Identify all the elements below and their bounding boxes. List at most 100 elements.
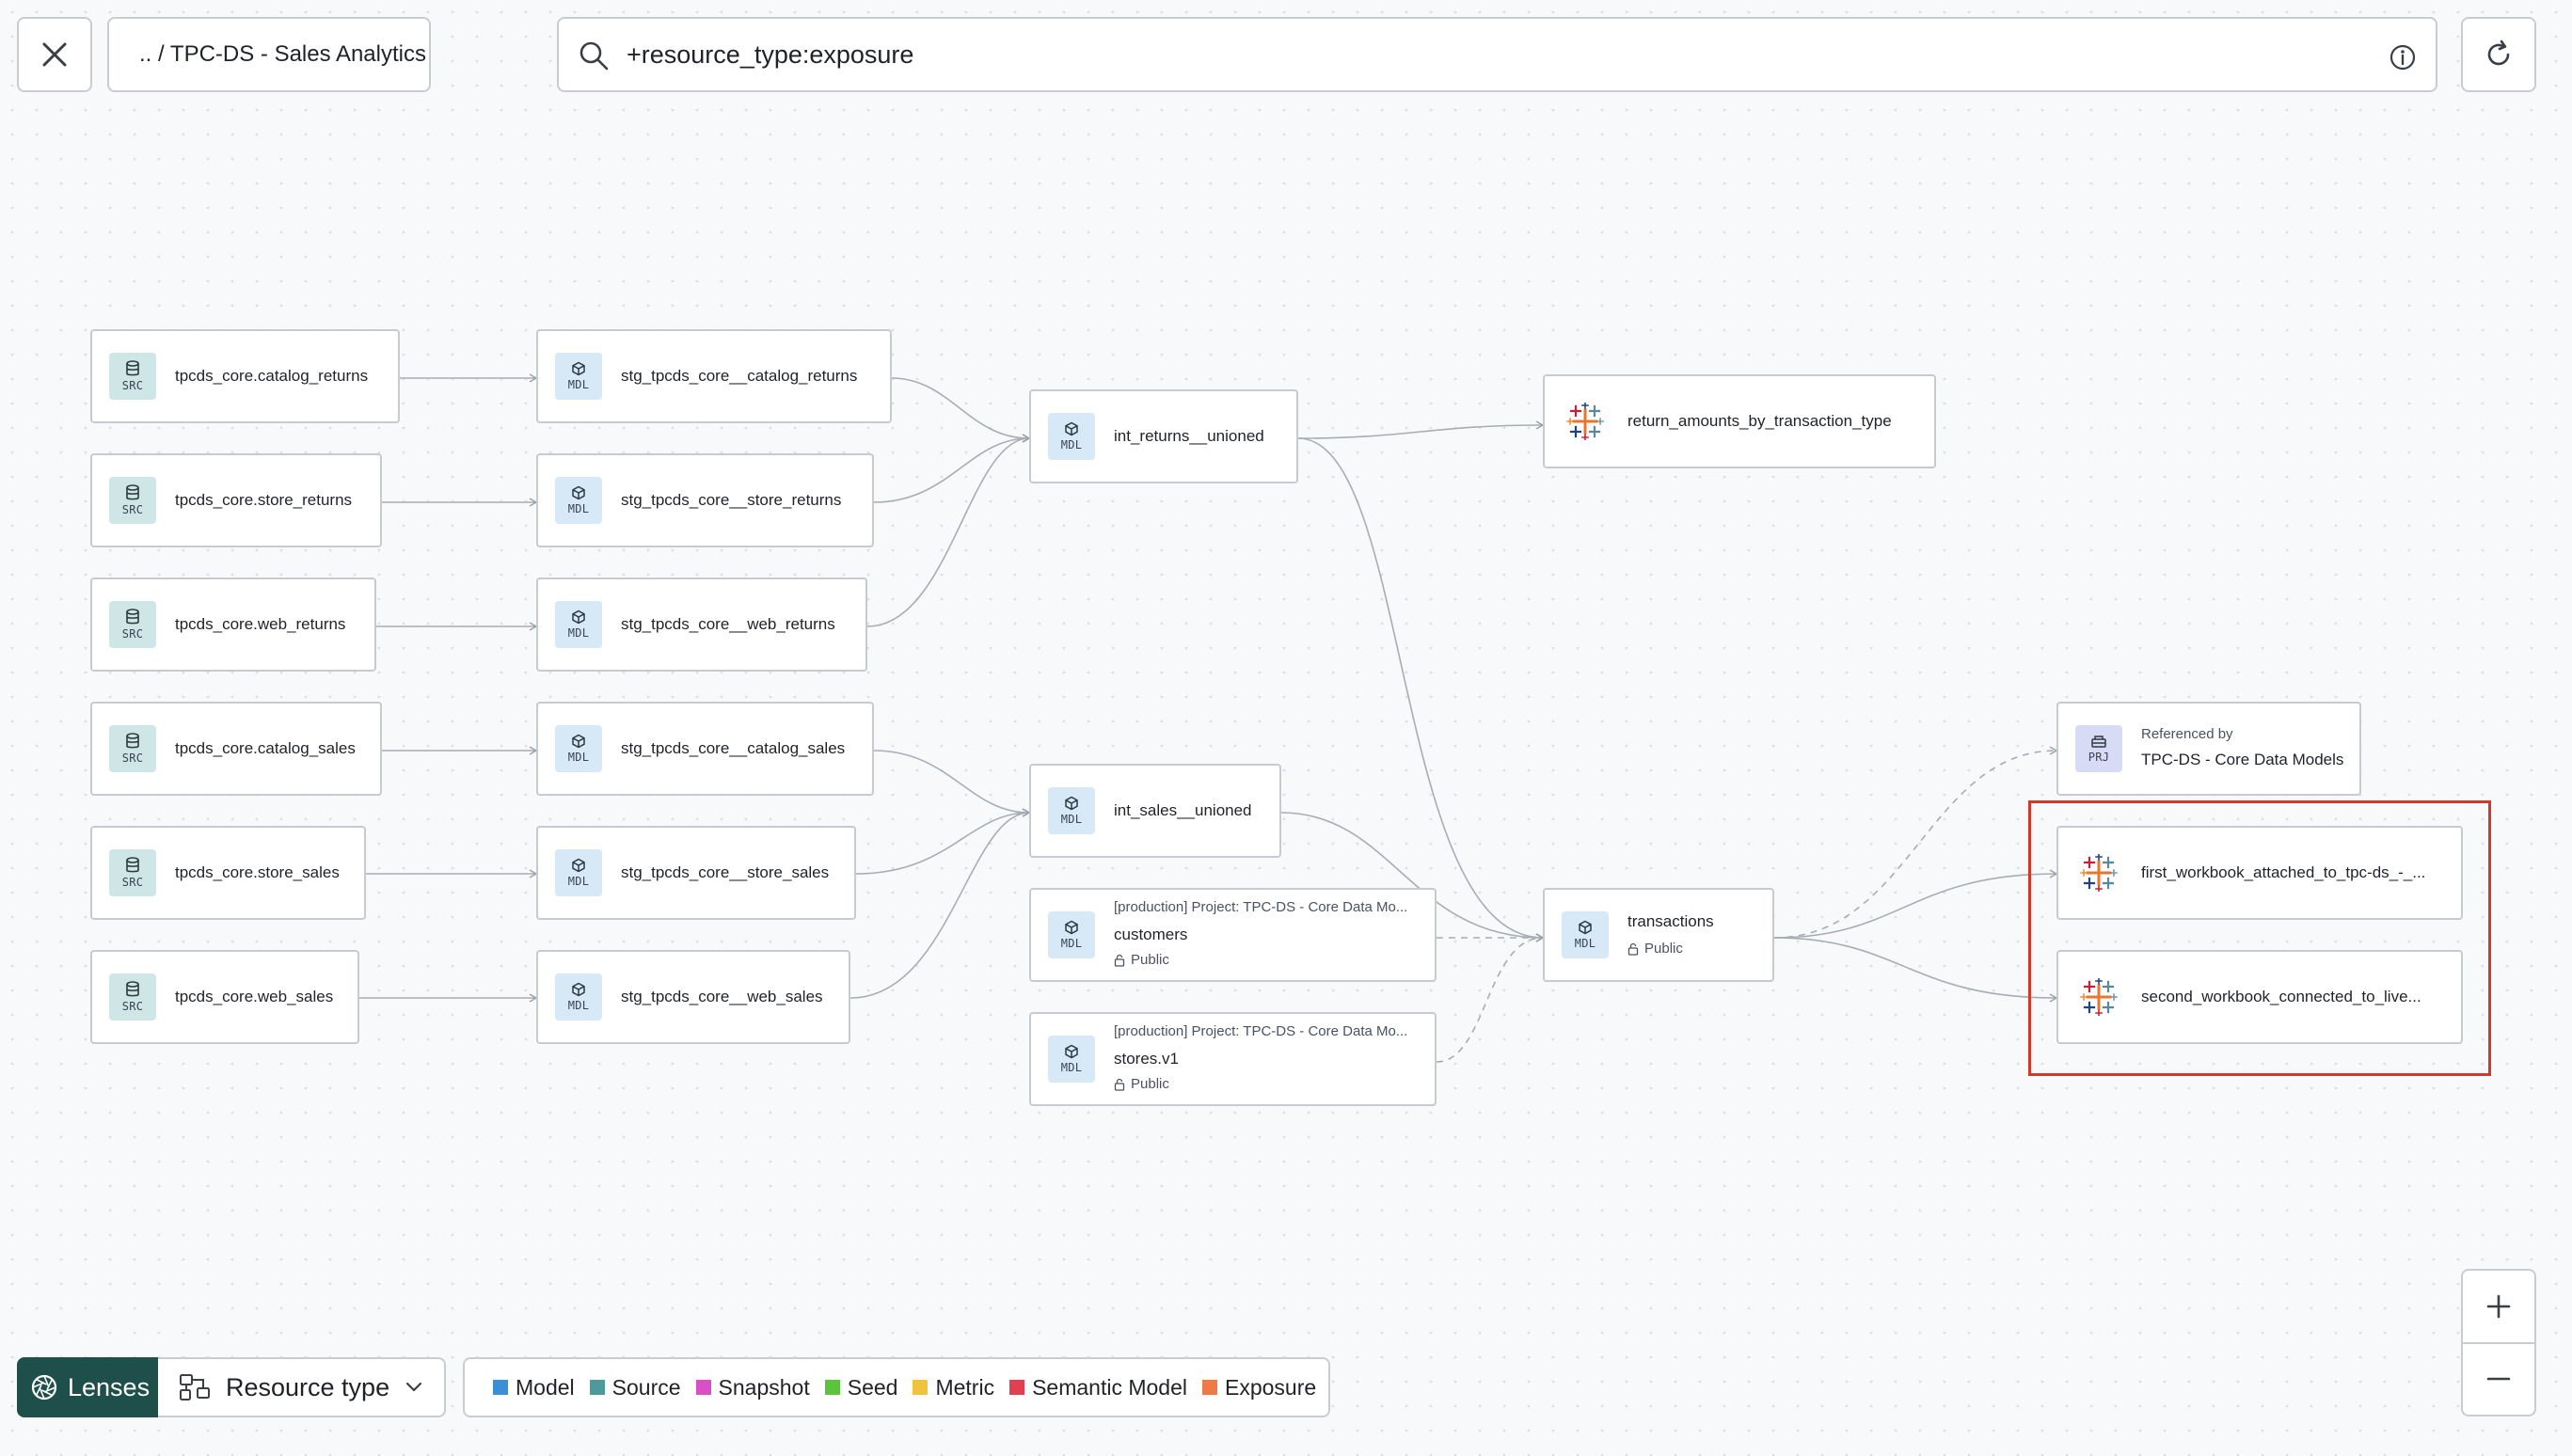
node-label: stg_tpcds_core__catalog_returns: [621, 367, 858, 385]
lineage-node[interactable]: MDL stg_tpcds_core__store_returns: [536, 453, 874, 547]
lineage-node[interactable]: SRC tpcds_core.web_returns: [90, 578, 376, 672]
search-bar[interactable]: +resource_type:exposure: [557, 17, 2437, 92]
legend-label: Model: [516, 1374, 575, 1400]
lineage-node[interactable]: MDL stg_tpcds_core__web_returns: [536, 578, 867, 672]
lineage-node[interactable]: MDL [production] Project: TPC-DS - Core …: [1029, 1012, 1437, 1106]
lineage-node[interactable]: first_workbook_attached_to_tpc-ds_-_...: [2056, 826, 2463, 920]
badge-code: SRC: [121, 752, 144, 765]
model-badge: MDL: [1048, 911, 1095, 958]
lineage-node[interactable]: MDL int_sales__unioned: [1029, 764, 1281, 858]
legend-label: Semantic Model: [1032, 1374, 1187, 1400]
badge-code: MDL: [567, 875, 590, 888]
refresh-button[interactable]: [2461, 17, 2536, 92]
node-label: tpcds_core.web_returns: [175, 615, 346, 633]
breadcrumb[interactable]: .. / TPC-DS - Sales Analytics: [107, 17, 431, 92]
database-icon: [126, 857, 139, 873]
resource-legend: Model Source Snapshot Seed Metric Semant…: [463, 1357, 1330, 1417]
node-label: transactions: [1627, 912, 1714, 930]
lineage-node[interactable]: second_workbook_connected_to_live...: [2056, 950, 2463, 1044]
resource-type-select[interactable]: Resource type: [158, 1357, 446, 1417]
lineage-node[interactable]: MDL stg_tpcds_core__store_sales: [536, 826, 856, 920]
badge-code: SRC: [121, 379, 144, 392]
lineage-node[interactable]: MDL [production] Project: TPC-DS - Core …: [1029, 888, 1437, 982]
tableau-icon: [2075, 849, 2122, 896]
lenses-label: Lenses: [68, 1372, 151, 1401]
model-badge: MDL: [555, 973, 602, 1021]
model-badge: MDL: [1562, 911, 1609, 958]
node-label: second_workbook_connected_to_live...: [2141, 988, 2421, 1005]
node-label: tpcds_core.catalog_returns: [175, 367, 369, 385]
zoom-out-button[interactable]: [2463, 1344, 2534, 1416]
badge-code: SRC: [121, 627, 144, 641]
lineage-node[interactable]: MDL stg_tpcds_core__web_sales: [536, 950, 850, 1044]
legend-swatch: [913, 1380, 929, 1395]
model-badge: MDL: [555, 725, 602, 772]
lineage-node[interactable]: MDL int_returns__unioned: [1029, 389, 1298, 483]
database-icon: [126, 360, 139, 376]
node-label: stg_tpcds_core__catalog_sales: [621, 739, 846, 757]
database-icon: [126, 609, 139, 625]
legend-item: Metric: [913, 1375, 994, 1401]
source-badge: SRC: [109, 477, 156, 524]
zoom-controls: [2461, 1269, 2536, 1416]
legend-swatch: [1009, 1380, 1025, 1395]
lineage-node[interactable]: SRC tpcds_core.store_returns: [90, 453, 382, 547]
source-badge: SRC: [109, 849, 156, 896]
access-label: Public: [1131, 952, 1169, 968]
lineage-node[interactable]: PRJ Referenced by TPC-DS - Core Data Mod…: [2056, 702, 2361, 796]
zoom-in-button[interactable]: [2463, 1271, 2534, 1344]
lineage-node[interactable]: return_amounts_by_transaction_type: [1543, 374, 1936, 468]
project-icon: [2091, 736, 2106, 748]
badge-code: MDL: [567, 626, 590, 640]
legend-item: Seed: [824, 1375, 897, 1401]
close-icon: [42, 42, 67, 67]
model-badge: MDL: [555, 477, 602, 524]
lineage-node[interactable]: SRC tpcds_core.catalog_returns: [90, 329, 400, 423]
info-icon[interactable]: [2389, 43, 2417, 71]
node-label: stg_tpcds_core__store_sales: [621, 863, 830, 881]
lineage-node[interactable]: SRC tpcds_core.web_sales: [90, 950, 359, 1044]
node-project: [production] Project: TPC-DS - Core Data…: [1114, 1023, 1408, 1039]
search-icon: [579, 41, 609, 71]
node-label: first_workbook_attached_to_tpc-ds_-_...: [2141, 863, 2426, 881]
hierarchy-icon: [180, 1374, 210, 1401]
database-icon: [126, 981, 139, 997]
lineage-node[interactable]: SRC tpcds_core.catalog_sales: [90, 702, 382, 796]
close-button[interactable]: [17, 17, 92, 92]
project-badge: PRJ: [2075, 725, 2122, 772]
access-level: Public: [1114, 952, 1169, 968]
lineage-node[interactable]: SRC tpcds_core.store_sales: [90, 826, 366, 920]
badge-code: MDL: [567, 999, 590, 1012]
aperture-icon: [31, 1374, 57, 1401]
node-label: stg_tpcds_core__web_returns: [621, 615, 835, 633]
badge-code: PRJ: [2088, 751, 2110, 764]
badge-code: MDL: [1574, 937, 1596, 950]
database-icon: [126, 484, 139, 500]
model-badge: MDL: [555, 353, 602, 400]
legend-swatch: [1202, 1380, 1217, 1395]
selection-highlight: [2028, 800, 2491, 1076]
cube-icon: [572, 609, 585, 625]
node-label: stg_tpcds_core__store_returns: [621, 491, 842, 509]
lineage-node[interactable]: MDL stg_tpcds_core__catalog_returns: [536, 329, 892, 423]
model-badge: MDL: [1048, 787, 1095, 834]
search-input[interactable]: +resource_type:exposure: [627, 40, 914, 69]
lock-icon: [1627, 942, 1639, 956]
legend-label: Exposure: [1225, 1374, 1317, 1400]
cube-icon: [572, 485, 585, 500]
resource-type-value: Resource type: [226, 1372, 390, 1401]
breadcrumb-text: .. / TPC-DS - Sales Analytics: [139, 41, 426, 67]
source-badge: SRC: [109, 725, 156, 772]
node-label: TPC-DS - Core Data Models: [2141, 751, 2344, 768]
legend-label: Snapshot: [718, 1374, 810, 1400]
node-label: return_amounts_by_transaction_type: [1627, 412, 1892, 430]
lineage-node[interactable]: MDL transactions Public: [1543, 888, 1774, 982]
badge-code: MDL: [1060, 1061, 1083, 1074]
legend-item: Snapshot: [695, 1374, 810, 1401]
lineage-node[interactable]: MDL stg_tpcds_core__catalog_sales: [536, 702, 874, 796]
lenses-button[interactable]: Lenses: [17, 1357, 158, 1417]
cube-icon: [1065, 920, 1078, 935]
node-label: int_sales__unioned: [1114, 801, 1252, 819]
node-label: tpcds_core.catalog_sales: [175, 739, 356, 757]
badge-code: SRC: [121, 503, 144, 516]
